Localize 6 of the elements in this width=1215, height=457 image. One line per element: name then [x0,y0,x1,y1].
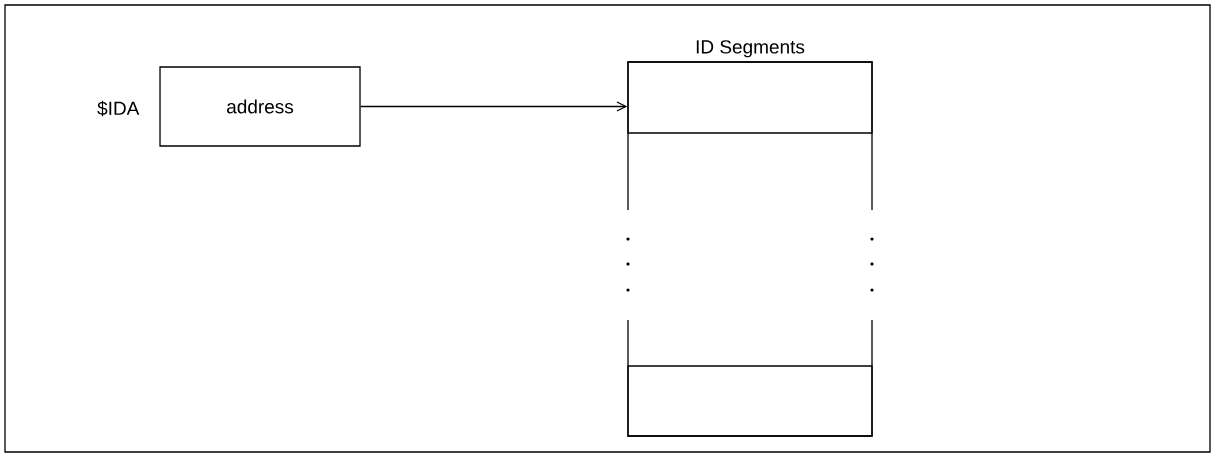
value-box: address [159,66,361,147]
register-label: $IDA [97,100,140,117]
segment-box [627,365,873,437]
segment-box [627,61,873,134]
column-heading: ID Segments [696,40,805,58]
arrow [360,101,628,112]
